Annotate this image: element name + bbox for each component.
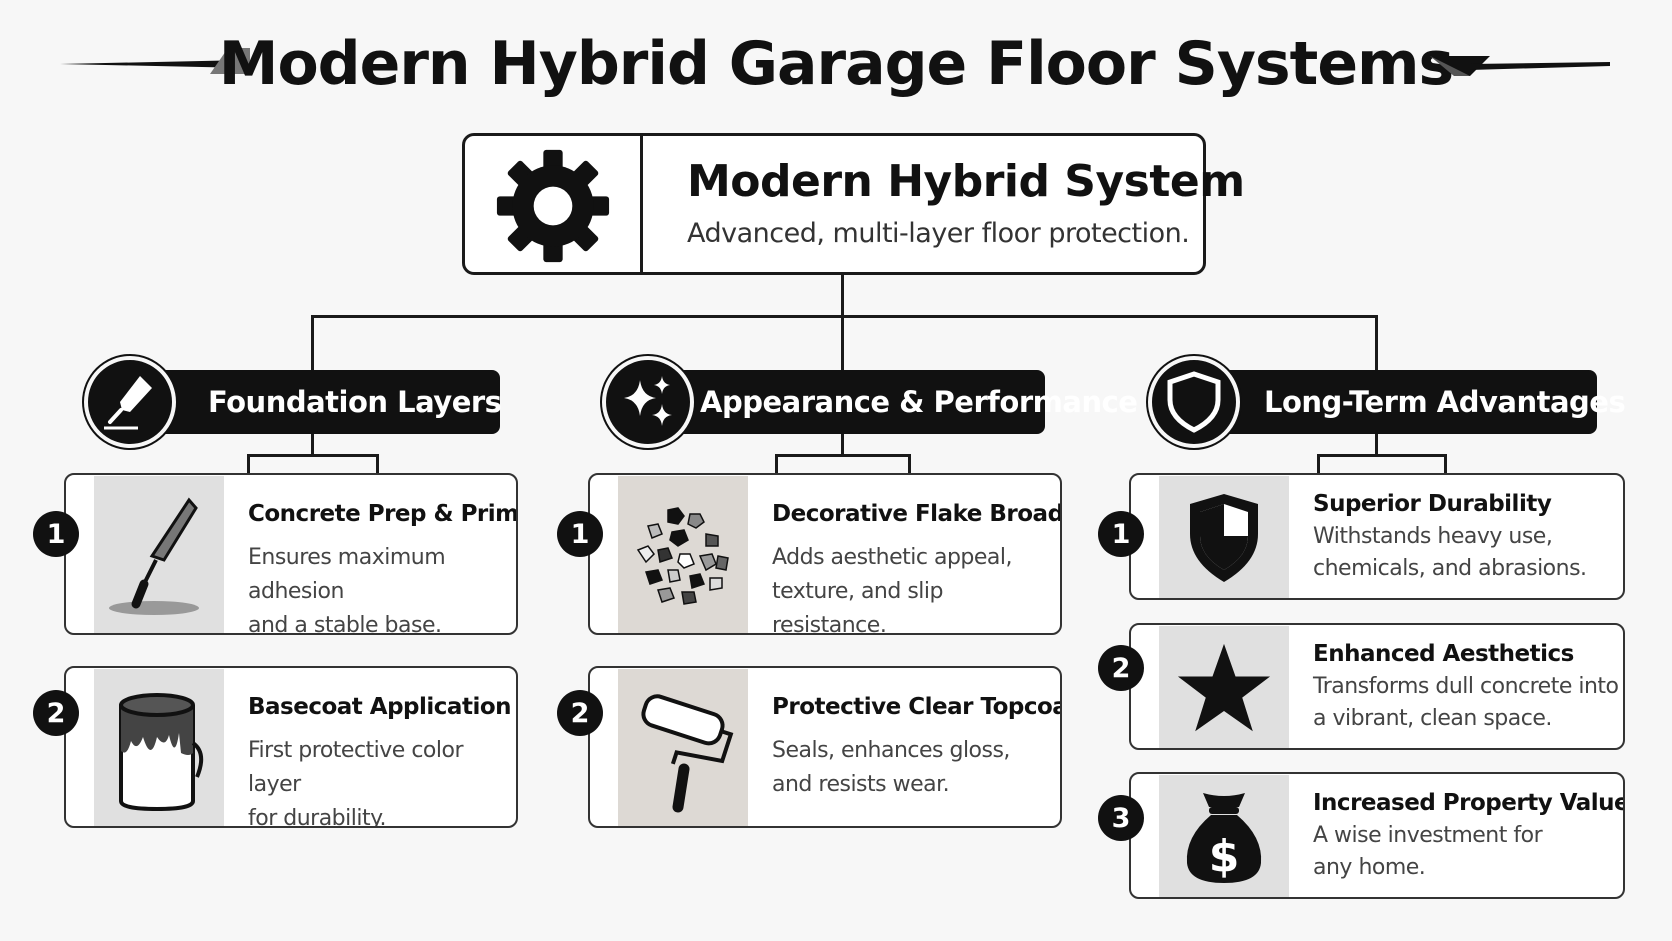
root-subtitle: Advanced, multi-layer floor protection. xyxy=(687,218,1190,249)
sparkles-icon xyxy=(624,376,672,426)
connector-col2-stub xyxy=(775,454,911,476)
connector-root-down xyxy=(841,275,844,375)
category-circle-appearance xyxy=(602,356,694,448)
connector-col3-down xyxy=(1375,434,1378,454)
shield-icon xyxy=(1190,493,1258,582)
root-title: Modern Hybrid System xyxy=(687,156,1245,207)
step-number-badge: 2 xyxy=(33,690,79,736)
money-bag-icon: $ xyxy=(1186,792,1262,883)
category-label: Foundation Layers xyxy=(208,385,502,419)
card-description: Adds aesthetic appeal, texture, and slip… xyxy=(772,545,1013,635)
connector-col1-down xyxy=(311,434,314,454)
connector-col2-down xyxy=(841,434,844,454)
card-title: Basecoat Application xyxy=(248,694,512,720)
card-description: Transforms dull concrete into a vibrant,… xyxy=(1313,674,1619,731)
root-node: Modern Hybrid System Advanced, multi-lay… xyxy=(462,133,1245,275)
trowel-icon xyxy=(109,497,199,615)
connector-right-down xyxy=(1375,315,1378,375)
star-icon xyxy=(1177,643,1271,731)
card-title: Superior Durability xyxy=(1313,491,1552,517)
category-label: Long-Term Advantages xyxy=(1264,385,1626,419)
category-circle-advantages xyxy=(1148,356,1240,448)
advantage-card: Superior Durability Withstands heavy use… xyxy=(1129,473,1625,600)
card-image xyxy=(618,669,748,826)
title-left-rule xyxy=(60,48,250,74)
step-number-badge: 1 xyxy=(33,511,79,557)
card-image: $ xyxy=(1159,775,1289,897)
step-card: Concrete Prep & Primer Ensures maximum a… xyxy=(64,473,518,635)
title-right-rule xyxy=(1430,56,1610,76)
card-description: Ensures maximum adhesion and a stable ba… xyxy=(248,545,446,635)
card-title: Enhanced Aesthetics xyxy=(1313,641,1574,667)
category-long-term-advantages: Long-Term Advantages xyxy=(1210,370,1626,434)
card-description: First protective color layer for durabil… xyxy=(248,738,464,828)
category-appearance-performance: Appearance & Performance xyxy=(670,370,1138,434)
gear-icon xyxy=(496,149,610,263)
card-image xyxy=(1159,476,1289,598)
category-label: Appearance & Performance xyxy=(700,385,1138,419)
step-card: Protective Clear Topcoat Seals, enhances… xyxy=(588,666,1062,828)
trowel-icon xyxy=(104,376,152,430)
paint-roller-icon xyxy=(641,694,734,813)
connector-left-down xyxy=(311,315,314,375)
advantage-card: $ Increased Property Value A wise invest… xyxy=(1129,772,1625,899)
step-number-badge: 2 xyxy=(1098,645,1144,691)
step-card: Basecoat Application First protective co… xyxy=(64,666,518,828)
step-number-badge: 1 xyxy=(1098,511,1144,557)
card-title: Protective Clear Topcoat xyxy=(772,694,1062,720)
step-card: Decorative Flake Broadcast Adds aestheti… xyxy=(588,473,1062,635)
category-circle-foundation xyxy=(84,356,176,448)
step-number-badge: 1 xyxy=(557,511,603,557)
card-title: Concrete Prep & Primer xyxy=(248,501,518,527)
connector-col3-stub xyxy=(1317,454,1447,476)
card-image xyxy=(1159,626,1289,748)
advantage-card: Enhanced Aesthetics Transforms dull conc… xyxy=(1129,623,1625,750)
card-title: Decorative Flake Broadcast xyxy=(772,501,1062,527)
page-title: Modern Hybrid Garage Floor Systems xyxy=(218,29,1455,99)
step-number-badge: 2 xyxy=(557,690,603,736)
category-foundation-layers: Foundation Layers xyxy=(150,370,502,434)
card-image xyxy=(618,476,748,633)
card-description: Seals, enhances gloss, and resists wear. xyxy=(772,738,1010,797)
connector-col1-stub xyxy=(247,454,379,476)
card-title: Increased Property Value xyxy=(1313,790,1625,816)
card-description: A wise investment for any home. xyxy=(1313,823,1543,880)
flakes-icon xyxy=(636,507,729,605)
card-image xyxy=(94,669,224,826)
shield-icon xyxy=(1167,371,1221,433)
svg-text:$: $ xyxy=(1209,831,1240,882)
paint-can-icon xyxy=(119,693,204,812)
root-divider xyxy=(640,136,643,272)
step-number-badge: 3 xyxy=(1098,795,1144,841)
card-description: Withstands heavy use, chemicals, and abr… xyxy=(1313,524,1587,581)
connector-horizontal xyxy=(311,315,1378,318)
card-image xyxy=(94,476,224,633)
